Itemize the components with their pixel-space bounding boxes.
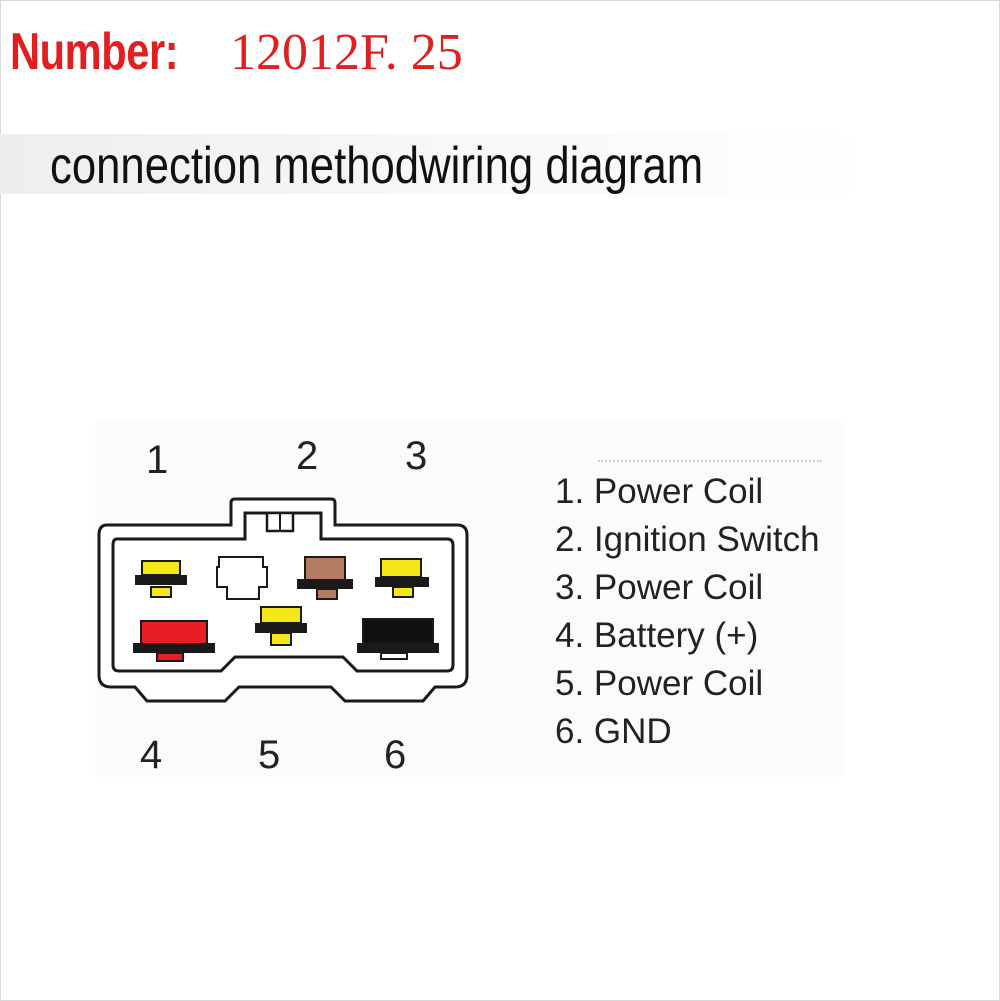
terminal-pin-3b — [375, 558, 429, 598]
terminal-pin-5 — [255, 606, 307, 646]
legend-item-1: 1. Power Coil — [555, 472, 764, 511]
diagram-title: connection methodwiring diagram — [50, 137, 704, 195]
pin-number-2: 2 — [296, 434, 319, 478]
pin-number-1: 1 — [146, 438, 169, 482]
legend-item-6: 6. GND — [555, 712, 672, 751]
pin-legend: 1. Power Coil 2. Ignition Switch 3. Powe… — [555, 468, 820, 756]
pin-number-3: 3 — [405, 434, 428, 478]
legend-item-4: 4. Battery (+) — [555, 616, 759, 655]
number-row: Number: 12012F. 25 — [10, 22, 463, 92]
legend-divider — [598, 460, 822, 466]
number-value: 12012F. 25 — [230, 24, 463, 81]
terminal-pin-6 — [357, 618, 439, 660]
legend-item-3: 3. Power Coil — [555, 568, 764, 607]
connector-diagram — [97, 497, 469, 703]
terminal-pin-3a — [297, 556, 353, 600]
pin-number-4: 4 — [140, 733, 163, 777]
pin-number-5: 5 — [258, 733, 281, 777]
number-label: Number: — [10, 23, 179, 81]
title-band — [0, 134, 870, 194]
terminal-pin-4 — [133, 620, 215, 662]
pin-number-6: 6 — [384, 733, 407, 777]
terminal-pin-2 — [216, 556, 268, 600]
legend-item-5: 5. Power Coil — [555, 664, 764, 703]
terminal-pin-1 — [135, 560, 187, 598]
legend-item-2: 2. Ignition Switch — [555, 520, 820, 559]
